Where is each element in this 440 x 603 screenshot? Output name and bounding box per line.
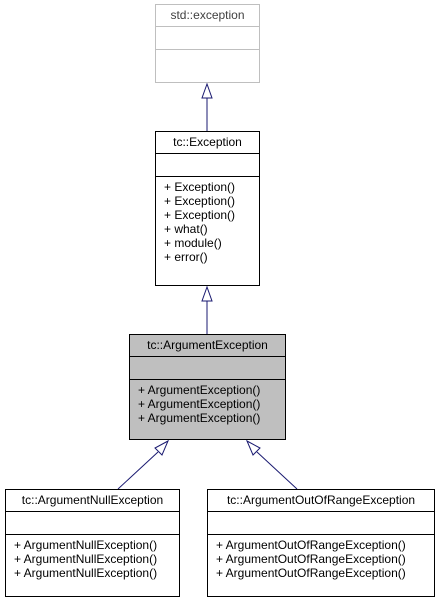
operation: + module(): [164, 236, 222, 250]
class-name: tc::ArgumentException: [147, 338, 268, 352]
inheritance-arrowhead: [201, 285, 213, 302]
class-tc-argument-out-of-range-exception[interactable]: tc::ArgumentOutOfRangeException + Argume…: [207, 489, 435, 597]
operation: + ArgumentOutOfRangeException(): [216, 538, 406, 552]
class-operations: [156, 49, 259, 72]
class-operations: + Exception() + Exception() + Exception(…: [156, 176, 259, 268]
class-name: tc::Exception: [173, 135, 242, 149]
operation: + ArgumentOutOfRangeException(): [216, 566, 406, 580]
inheritance-arrowhead: [154, 439, 170, 456]
class-attributes: [6, 511, 179, 534]
class-name: tc::ArgumentNullException: [21, 493, 164, 507]
class-operations: + ArgumentOutOfRangeException() + Argume…: [208, 534, 434, 584]
operation: + what(): [164, 222, 208, 236]
inheritance-arrowhead: [201, 82, 213, 99]
operation: + Exception(): [164, 208, 236, 222]
operation: + Exception(): [164, 180, 236, 194]
class-tc-argument-null-exception[interactable]: tc::ArgumentNullException + ArgumentNull…: [5, 489, 180, 597]
class-tc-argument-exception[interactable]: tc::ArgumentException + ArgumentExceptio…: [129, 334, 286, 440]
operation: + ArgumentException(): [138, 383, 261, 397]
class-name: std::exception: [170, 8, 245, 22]
class-attributes: [156, 26, 259, 49]
operation: + error(): [164, 250, 208, 264]
class-attributes: [156, 153, 259, 176]
class-std-exception[interactable]: std::exception: [155, 4, 260, 83]
operation: + ArgumentNullException(): [14, 538, 158, 552]
class-attributes: [208, 511, 434, 534]
class-name: tc::ArgumentOutOfRangeException: [226, 493, 416, 507]
operation: + ArgumentNullException(): [14, 552, 158, 566]
operation: + ArgumentOutOfRangeException(): [216, 552, 406, 566]
operation: + ArgumentException(): [138, 397, 261, 411]
operation: + ArgumentException(): [138, 411, 261, 425]
class-operations: + ArgumentNullException() + ArgumentNull…: [6, 534, 179, 584]
class-tc-exception[interactable]: tc::Exception + Exception() + Exception(…: [155, 131, 260, 286]
operation: + Exception(): [164, 194, 236, 208]
operation: + ArgumentNullException(): [14, 566, 158, 580]
edge-argument-null-exception-to-argument-exception: [117, 451, 159, 490]
class-attributes: [130, 356, 285, 379]
edge-argument-out-of-range-exception-to-argument-exception: [256, 451, 298, 490]
inheritance-arrowhead: [245, 439, 261, 456]
class-operations: + ArgumentException() + ArgumentExceptio…: [130, 379, 285, 429]
